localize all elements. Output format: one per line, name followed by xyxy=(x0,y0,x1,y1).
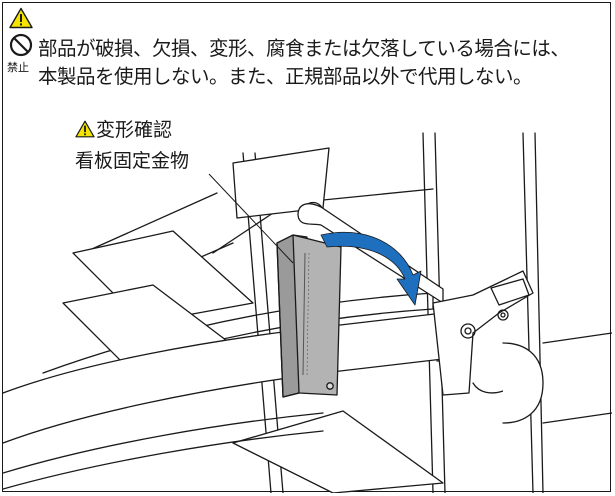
caution-triangle-icon xyxy=(9,7,33,29)
prohibition-text-line2: 本製品を使用しない。また、正規部品以外で代用しない。 xyxy=(38,65,533,88)
caution-triangle-icon xyxy=(75,120,95,138)
prohibition-icon xyxy=(9,33,33,57)
callout-subject: 看板固定金物 xyxy=(75,150,190,172)
prohibition-text-line1: 部品が破損、欠損、変形、腐食または欠落している場合には、 xyxy=(38,37,570,60)
bracket-illustration xyxy=(3,132,612,493)
callout-label: 変形確認 看板固定金物 xyxy=(75,115,189,177)
callout-title-row: 変形確認 xyxy=(75,115,189,146)
prohibition-label: 禁止 xyxy=(7,61,29,74)
callout-title: 変形確認 xyxy=(96,119,173,141)
